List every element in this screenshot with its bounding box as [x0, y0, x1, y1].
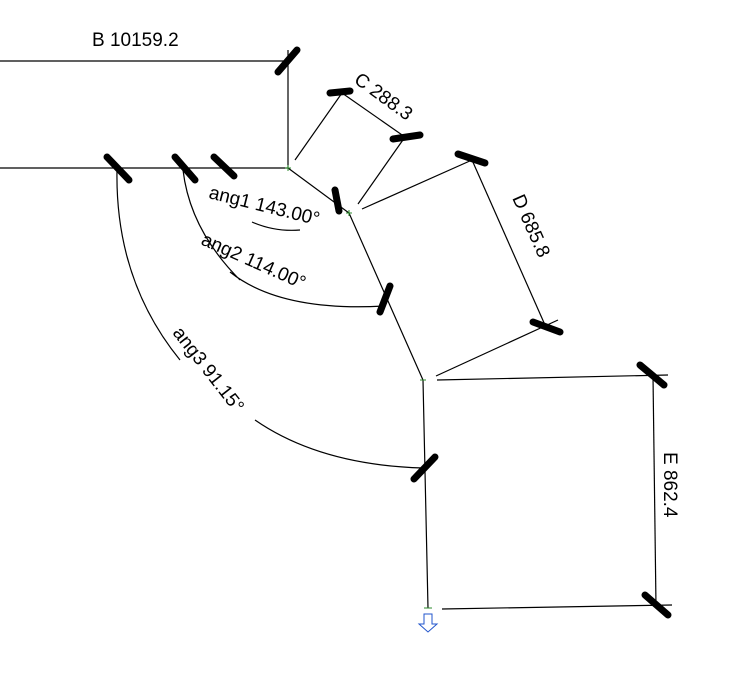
dimension-c[interactable]: [294, 92, 406, 205]
dimension-label-b: B 10159.2: [92, 30, 179, 51]
pipe-centerline[interactable]: [287, 167, 429, 609]
dimension-label-c: C 288.3: [350, 69, 416, 125]
dimension-label-d: D 685.8: [507, 191, 553, 260]
pipe-nodes[interactable]: [285, 165, 432, 609]
angle-arc-ang2[interactable]: [182, 169, 386, 308]
dimension-d[interactable]: [361, 159, 559, 377]
angle-arc-ang1[interactable]: [251, 221, 301, 231]
dimension-e[interactable]: [436, 374, 673, 610]
down-arrow-icon[interactable]: [417, 613, 439, 633]
dimension-label-e: E 862.4: [659, 452, 680, 518]
reference-lines: [0, 50, 289, 169]
angle-label-ang1: ang1 143.00°: [207, 182, 322, 230]
angle-label-ang3: ang3 91.15°: [168, 323, 248, 417]
dimension-ticks: [103, 46, 672, 619]
angle-arc-ang3[interactable]: [116, 169, 424, 469]
angle-label-ang2: ang2 114.00°: [198, 229, 309, 294]
